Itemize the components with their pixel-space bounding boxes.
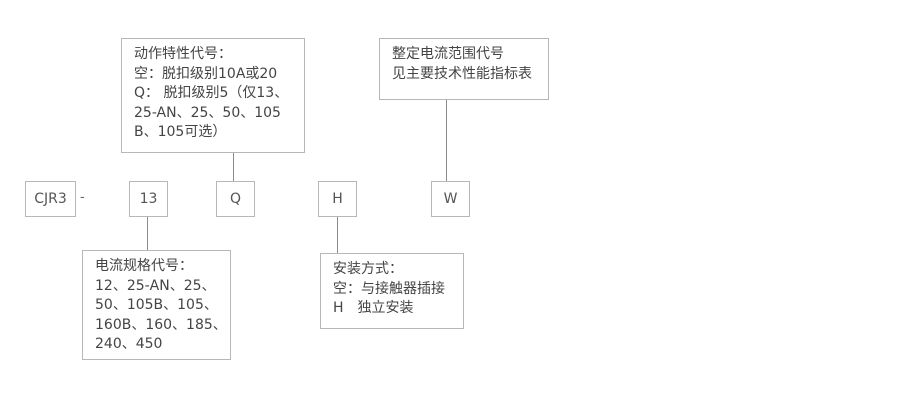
installation-code-label: H (332, 191, 343, 207)
connector-current-spec (147, 217, 148, 251)
current-spec-code-box: 13 (129, 181, 168, 217)
desc-line: 160B、160、185、 (95, 316, 227, 333)
action-type-code-label: Q (229, 191, 242, 207)
desc-line: 安装方式： (333, 261, 403, 277)
current-spec-desc: 电流规格代号： 12、25-AN、25、 50、105B、105、 160B、1… (82, 250, 231, 360)
setting-range-code-box: W (431, 181, 470, 217)
desc-line: 空：脱扣级别10A或20 (134, 65, 278, 82)
desc-line: 电流规格代号： (95, 258, 193, 274)
desc-line: 50、105B、105、 (95, 297, 218, 313)
current-spec-code-label: 13 (139, 191, 158, 207)
desc-line: Q： 脱扣级别5（仅13、 (134, 85, 289, 101)
connector-installation (337, 217, 338, 254)
model-separator: - (80, 190, 85, 205)
installation-code-box: H (318, 181, 357, 217)
desc-line: 动作特性代号： (134, 46, 232, 62)
model-prefix-label: CJR3 (34, 191, 67, 207)
model-prefix-box: CJR3 (25, 181, 76, 217)
desc-line: 240、450 (95, 336, 163, 352)
action-type-code-box: Q (216, 181, 255, 217)
desc-line: 25-AN、25、50、105 (134, 104, 281, 121)
setting-range-code-label: W (443, 191, 458, 207)
desc-line: 12、25-AN、25、 (95, 277, 216, 294)
desc-line: 空：与接触器插接 (333, 280, 445, 297)
connector-action-type (233, 152, 234, 181)
desc-line: 见主要技术性能指标表 (392, 65, 532, 82)
desc-line: H 独立安装 (333, 300, 414, 316)
installation-method-desc: 安装方式： 空：与接触器插接 H 独立安装 (320, 253, 464, 329)
connector-setting-range (446, 99, 447, 181)
setting-current-range-desc: 整定电流范围代号 见主要技术性能指标表 (379, 38, 549, 100)
action-characteristic-desc: 动作特性代号： 空：脱扣级别10A或20 Q： 脱扣级别5（仅13、 25-AN… (121, 38, 305, 153)
desc-line: 整定电流范围代号 (392, 46, 504, 62)
desc-line: B、105可选） (134, 124, 227, 140)
